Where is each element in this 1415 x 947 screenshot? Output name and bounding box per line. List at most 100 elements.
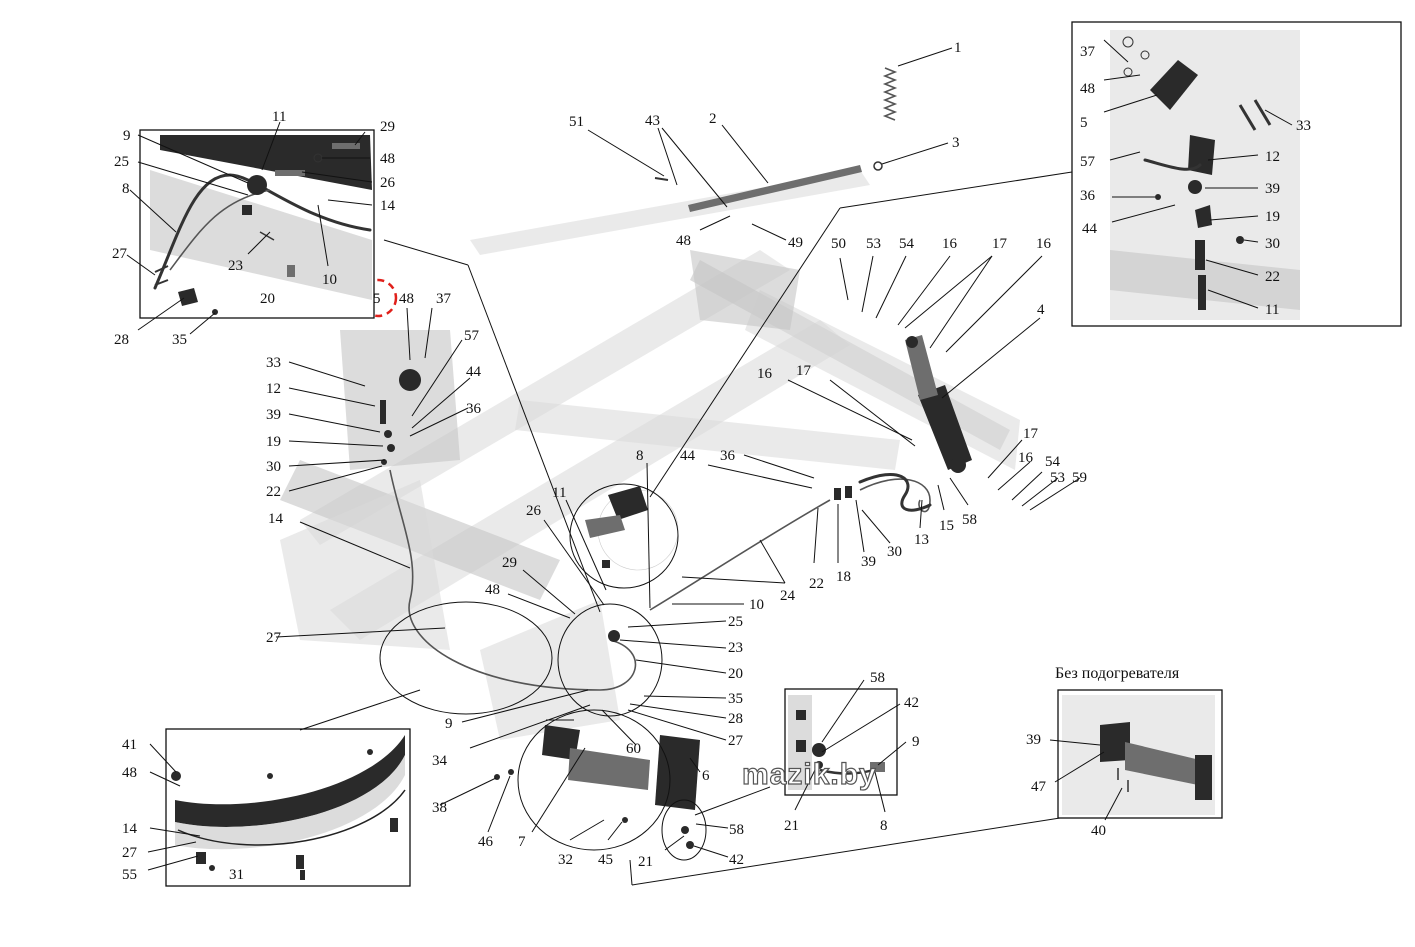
callout-53: 53 xyxy=(866,236,881,252)
callout-5: 5 xyxy=(1080,115,1088,131)
callout-27: 27 xyxy=(266,630,282,646)
callout-22: 22 xyxy=(1265,269,1280,285)
callout-48: 48 xyxy=(122,765,137,781)
callout-3: 3 xyxy=(952,135,960,151)
callout-35: 35 xyxy=(172,332,187,348)
callout-32: 32 xyxy=(558,852,573,868)
callout-37: 37 xyxy=(436,291,452,307)
callout-36: 36 xyxy=(720,448,736,464)
inset-bottom-right xyxy=(1057,689,1223,819)
callout-36: 36 xyxy=(1080,188,1096,204)
callout-48: 48 xyxy=(399,291,414,307)
callout-30: 30 xyxy=(1265,236,1280,252)
callout-8: 8 xyxy=(122,181,130,197)
callout-labels: 1 2 3 4 51 43 48 49 50 53 54 16 17 16 16… xyxy=(112,40,1311,883)
callout-45: 45 xyxy=(598,852,613,868)
callout-50: 50 xyxy=(831,236,846,252)
watermark: mazik.by xyxy=(742,758,877,791)
callout-12: 12 xyxy=(266,381,281,397)
callout-60: 60 xyxy=(626,741,641,757)
callout-42: 42 xyxy=(904,695,919,711)
callout-4: 4 xyxy=(1037,302,1045,318)
highlight-circle-5 xyxy=(358,278,398,318)
detail-circle-8 xyxy=(569,483,679,589)
callout-22: 22 xyxy=(266,484,281,500)
connector-lines xyxy=(299,171,1073,886)
callout-7: 7 xyxy=(518,834,526,850)
callout-34: 34 xyxy=(432,753,448,769)
callout-49: 49 xyxy=(788,235,803,251)
callout-44: 44 xyxy=(680,448,696,464)
callout-5: 5 xyxy=(373,291,381,307)
callout-57: 57 xyxy=(1080,154,1096,170)
callout-16: 16 xyxy=(942,236,958,252)
inset-top-left xyxy=(139,129,375,319)
callout-14: 14 xyxy=(122,821,138,837)
callout-20: 20 xyxy=(260,291,275,307)
callout-16: 16 xyxy=(1036,236,1052,252)
callout-43: 43 xyxy=(645,113,660,129)
callout-10: 10 xyxy=(322,272,337,288)
callout-21: 21 xyxy=(784,818,799,834)
callout-28: 28 xyxy=(114,332,129,348)
callout-26: 26 xyxy=(526,503,542,519)
callout-11: 11 xyxy=(1265,302,1279,318)
callout-48: 48 xyxy=(485,582,500,598)
callout-1: 1 xyxy=(954,40,962,56)
detail-ellipse-27 xyxy=(379,601,553,715)
part-1-spring xyxy=(882,67,898,121)
callout-42: 42 xyxy=(729,852,744,868)
callout-17: 17 xyxy=(796,363,812,379)
part-4-cylinder xyxy=(905,335,972,473)
callout-53: 53 xyxy=(1050,470,1065,486)
callout-39: 39 xyxy=(1026,732,1041,748)
callout-20: 20 xyxy=(728,666,743,682)
callout-27: 27 xyxy=(728,733,744,749)
callout-9: 9 xyxy=(445,716,453,732)
callout-13: 13 xyxy=(914,532,929,548)
callout-24: 24 xyxy=(780,588,796,604)
inset-top-right xyxy=(1071,21,1402,327)
callout-54: 54 xyxy=(1045,454,1061,470)
callout-35: 35 xyxy=(728,691,743,707)
caption-without-heater: Без подогревателя xyxy=(1055,665,1180,682)
callout-27: 27 xyxy=(122,845,138,861)
center-detail-art xyxy=(585,486,648,538)
callout-30: 30 xyxy=(266,459,281,475)
callout-51: 51 xyxy=(569,114,584,130)
callout-39: 39 xyxy=(861,554,876,570)
callout-28: 28 xyxy=(728,711,743,727)
callout-48: 48 xyxy=(380,151,395,167)
part-2-rod xyxy=(654,161,883,212)
callout-21: 21 xyxy=(638,854,653,870)
callout-39: 39 xyxy=(266,407,281,423)
callout-23: 23 xyxy=(728,640,743,656)
callout-25: 25 xyxy=(114,154,129,170)
callout-6: 6 xyxy=(702,768,710,784)
callout-48: 48 xyxy=(1080,81,1095,97)
callout-2: 2 xyxy=(709,111,717,127)
callout-40: 40 xyxy=(1091,823,1106,839)
callout-12: 12 xyxy=(1265,149,1280,165)
callout-29: 29 xyxy=(380,119,395,135)
callout-38: 38 xyxy=(432,800,447,816)
callout-31: 31 xyxy=(229,867,244,883)
callout-54: 54 xyxy=(899,236,915,252)
callout-17: 17 xyxy=(1023,426,1039,442)
detail-ellipse-21 xyxy=(661,799,707,861)
detail-circle-center xyxy=(557,603,663,717)
callout-19: 19 xyxy=(266,434,281,450)
callout-19: 19 xyxy=(1265,209,1280,225)
callout-26: 26 xyxy=(380,175,396,191)
callout-58: 58 xyxy=(729,822,744,838)
callout-14: 14 xyxy=(268,511,284,527)
callout-18: 18 xyxy=(836,569,851,585)
callout-41: 41 xyxy=(122,737,137,753)
callout-39: 39 xyxy=(1265,181,1280,197)
hose-lines xyxy=(389,469,932,691)
callout-11: 11 xyxy=(272,109,286,125)
callout-37: 37 xyxy=(1080,44,1096,60)
callout-15: 15 xyxy=(939,518,954,534)
detail-circle-7 xyxy=(517,709,671,851)
